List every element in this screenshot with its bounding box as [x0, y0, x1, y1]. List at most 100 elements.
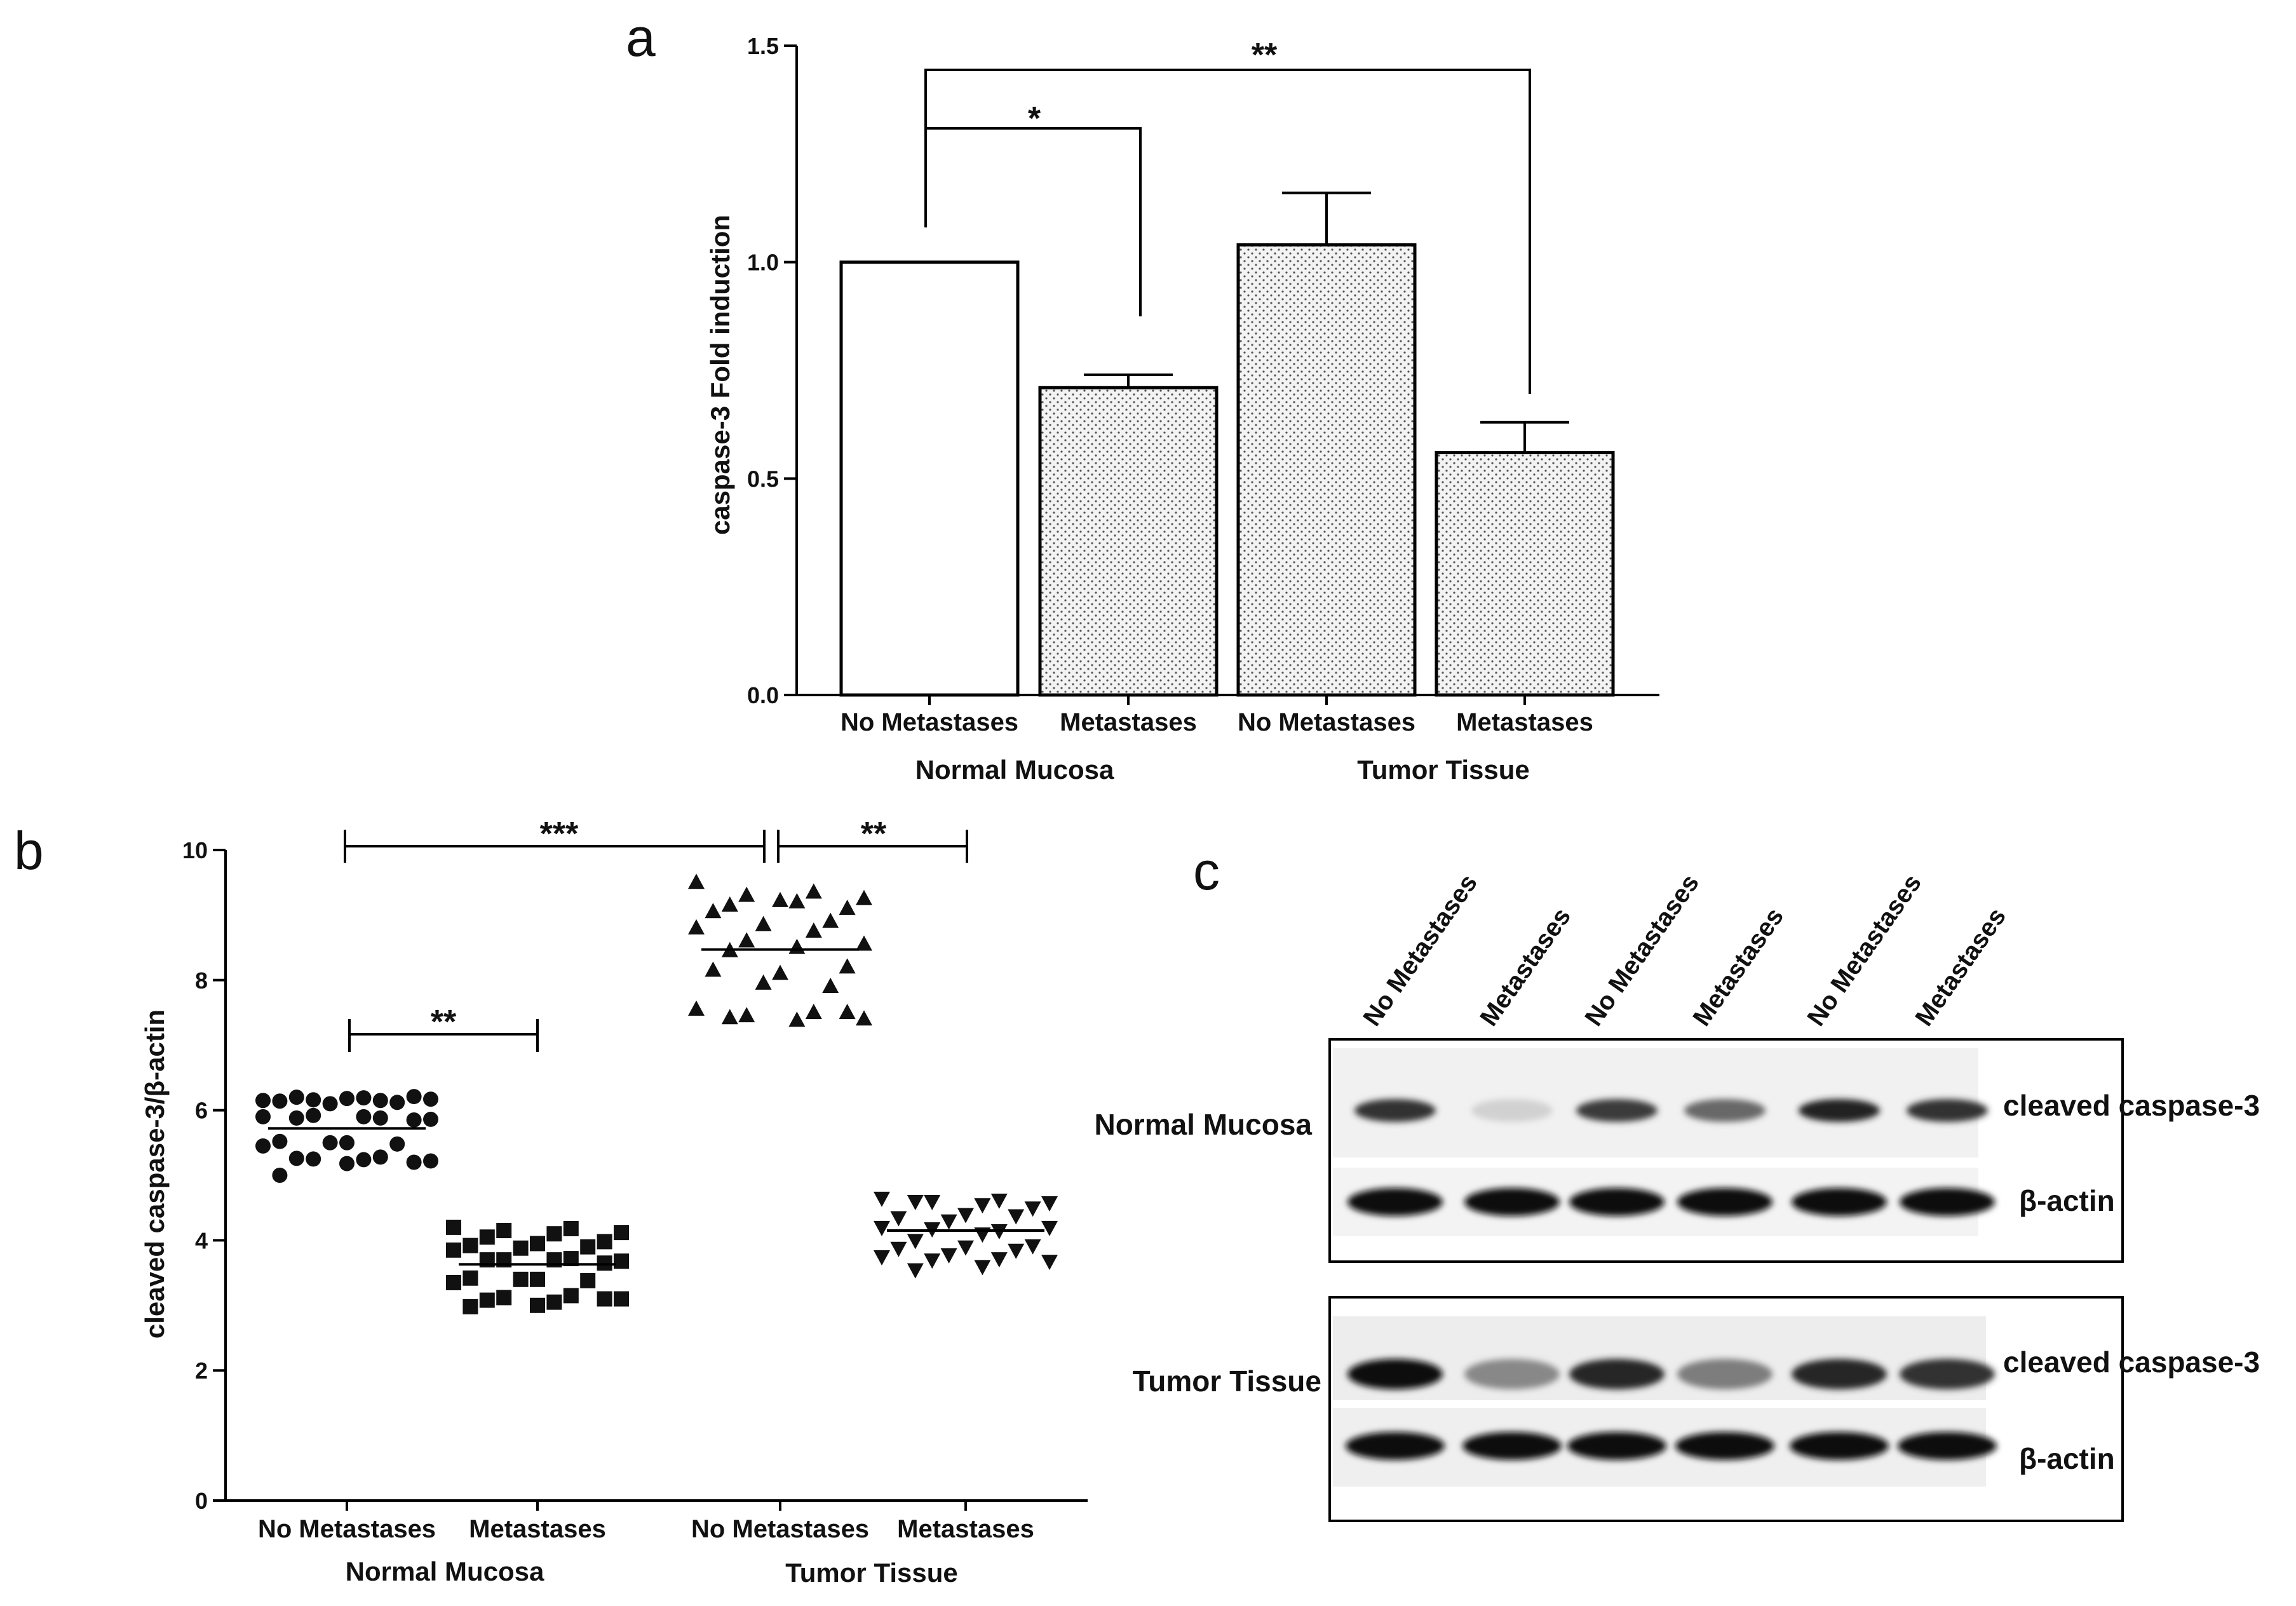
- panel-b-point-triangle-up: [822, 912, 839, 928]
- panel-c-band: [1346, 1432, 1445, 1460]
- panel-b-point-triangle-up: [856, 1010, 872, 1026]
- blot-band-label-beta-actin-normal: β-actin: [2019, 1184, 2115, 1217]
- panel-c-band: [1567, 1432, 1666, 1460]
- panel-c-band: [1464, 1188, 1560, 1216]
- panel-b-y-tick-label: 4: [195, 1227, 208, 1253]
- panel-b-point-triangle-down: [957, 1240, 974, 1256]
- panel-a-bracket: [924, 69, 1531, 394]
- panel-a-bars: [839, 243, 1615, 697]
- panel-b-point-circle: [372, 1149, 388, 1165]
- panel-b-point-square: [446, 1274, 461, 1290]
- blot-band-label-beta-actin-tumor: β-actin: [2019, 1442, 2115, 1475]
- panel-b-point-circle: [423, 1153, 438, 1169]
- panel-b-point-square: [614, 1291, 629, 1307]
- panel-b-point-triangle-down: [874, 1191, 890, 1207]
- panel-c-band: [1462, 1432, 1562, 1460]
- panel-b-point-circle: [288, 1151, 304, 1166]
- panel-b-point-triangle-up: [705, 903, 722, 919]
- panel-b-point-square: [546, 1294, 562, 1310]
- blot-row-label-normal-mucosa: Normal Mucosa: [1094, 1108, 1312, 1141]
- panel-b-point-circle: [423, 1091, 438, 1107]
- panel-b-point-triangle-up: [755, 974, 772, 990]
- panel-b-point-circle: [322, 1135, 338, 1151]
- panel-b-point-circle: [322, 1096, 338, 1112]
- panel-b-point-triangle-down: [940, 1214, 957, 1230]
- panel-b-category-label: Metastases: [897, 1515, 1034, 1543]
- panel-c-label: c: [1193, 841, 1220, 901]
- panel-b-point-triangle-up: [738, 886, 755, 902]
- panel-b-significance-brackets: *******: [344, 816, 968, 1052]
- panel-b-point-circle: [372, 1110, 388, 1126]
- panel-b-point-triangle-up: [839, 1004, 856, 1019]
- panel-a-y-tick-label: 1.5: [747, 33, 779, 59]
- panel-c-lane-label: No Metastases: [1358, 869, 1483, 1031]
- panel-b-significance-label: **: [861, 816, 887, 853]
- panel-b-point-triangle-down: [990, 1252, 1008, 1268]
- panel-b-point-circle: [406, 1154, 422, 1170]
- panel-b-point-triangle-up: [856, 889, 872, 905]
- panel-b-point-circle: [356, 1109, 372, 1124]
- panel-a-bar: [1038, 386, 1219, 697]
- panel-b-point-square: [479, 1292, 495, 1308]
- panel-c-band: [1792, 1359, 1887, 1389]
- panel-b-point-square: [614, 1253, 629, 1269]
- blot-row-label-tumor-tissue: Tumor Tissue: [1133, 1365, 1321, 1398]
- panel-b-group-label-tumor-tissue: Tumor Tissue: [785, 1558, 958, 1588]
- panel-c-band: [1799, 1099, 1880, 1122]
- panel-b-axes: [224, 850, 1088, 1502]
- panel-b-point-square: [597, 1234, 612, 1250]
- blot-strip-tumor-cleaved: [1333, 1316, 1986, 1400]
- panel-b-point-circle: [339, 1091, 355, 1107]
- panel-b-point-triangle-up: [805, 922, 822, 938]
- panel-a-group-label-normal-mucosa: Normal Mucosa: [915, 755, 1114, 785]
- panel-b-point-circle: [306, 1107, 321, 1123]
- panel-b-point-triangle-down: [1024, 1239, 1041, 1255]
- panel-b-mean-lines: [268, 948, 1044, 1266]
- panel-b-point-triangle-down: [907, 1234, 924, 1250]
- panel-b-category-label: No Metastases: [258, 1515, 436, 1543]
- panel-b-point-triangle-up: [688, 919, 705, 935]
- panel-c-lane-label: No Metastases: [1579, 869, 1705, 1031]
- panel-b-point-triangle-down: [924, 1194, 941, 1210]
- panel-b-category-label: Metastases: [469, 1515, 606, 1543]
- panel-b-point-square: [614, 1225, 629, 1241]
- panel-b-point-square: [546, 1226, 562, 1242]
- panel-a-y-tick-label: 1.0: [747, 250, 779, 276]
- panel-b-point-triangle-down: [924, 1253, 941, 1269]
- panel-b-point-triangle-up: [721, 1009, 738, 1025]
- panel-b-point-triangle-up: [856, 935, 872, 951]
- panel-b-significance-label: ***: [540, 816, 579, 853]
- panel-a-y-ticks: 0.00.51.01.5: [747, 33, 797, 708]
- panel-b-point-triangle-down: [974, 1198, 991, 1214]
- panel-c-band: [1792, 1188, 1887, 1216]
- panel-b-point-square: [513, 1240, 529, 1256]
- panel-b-point-triangle-down: [890, 1241, 907, 1257]
- panel-c-lane-label: No Metastases: [1802, 869, 1927, 1031]
- panel-b-point-square: [563, 1220, 579, 1236]
- panel-b-point-triangle-down: [957, 1208, 974, 1224]
- panel-b-point-circle: [255, 1093, 271, 1109]
- panel-b-point-square: [496, 1290, 512, 1306]
- blot-band-label-cleaved-caspase-3-normal: cleaved caspase-3: [2003, 1089, 2260, 1122]
- panel-b-point-triangle-down: [874, 1220, 890, 1236]
- panel-b-point-circle: [389, 1095, 405, 1110]
- panel-b-point-triangle-up: [788, 938, 806, 954]
- panel-b-point-triangle-up: [738, 1007, 755, 1023]
- panel-b-point-square: [530, 1271, 545, 1287]
- panel-b-point-circle: [356, 1090, 372, 1106]
- panel-c-lane-label: Metastases: [1910, 903, 2011, 1031]
- blot-box-tumor-tissue: [1328, 1296, 2124, 1522]
- panel-a-bar: [839, 260, 1020, 697]
- panel-c-band: [1684, 1099, 1766, 1122]
- panel-c-band: [1576, 1099, 1658, 1122]
- panel-c-band: [1347, 1188, 1443, 1216]
- panel-b-point-triangle-down: [1041, 1255, 1058, 1271]
- panel-b-point-circle: [406, 1089, 422, 1105]
- panel-a-error-bars: [1084, 191, 1569, 453]
- panel-b-point-square: [563, 1288, 579, 1304]
- panel-c-band: [1569, 1188, 1665, 1216]
- panel-a-significance-label: *: [1028, 100, 1041, 137]
- panel-b-point-circle: [272, 1168, 288, 1183]
